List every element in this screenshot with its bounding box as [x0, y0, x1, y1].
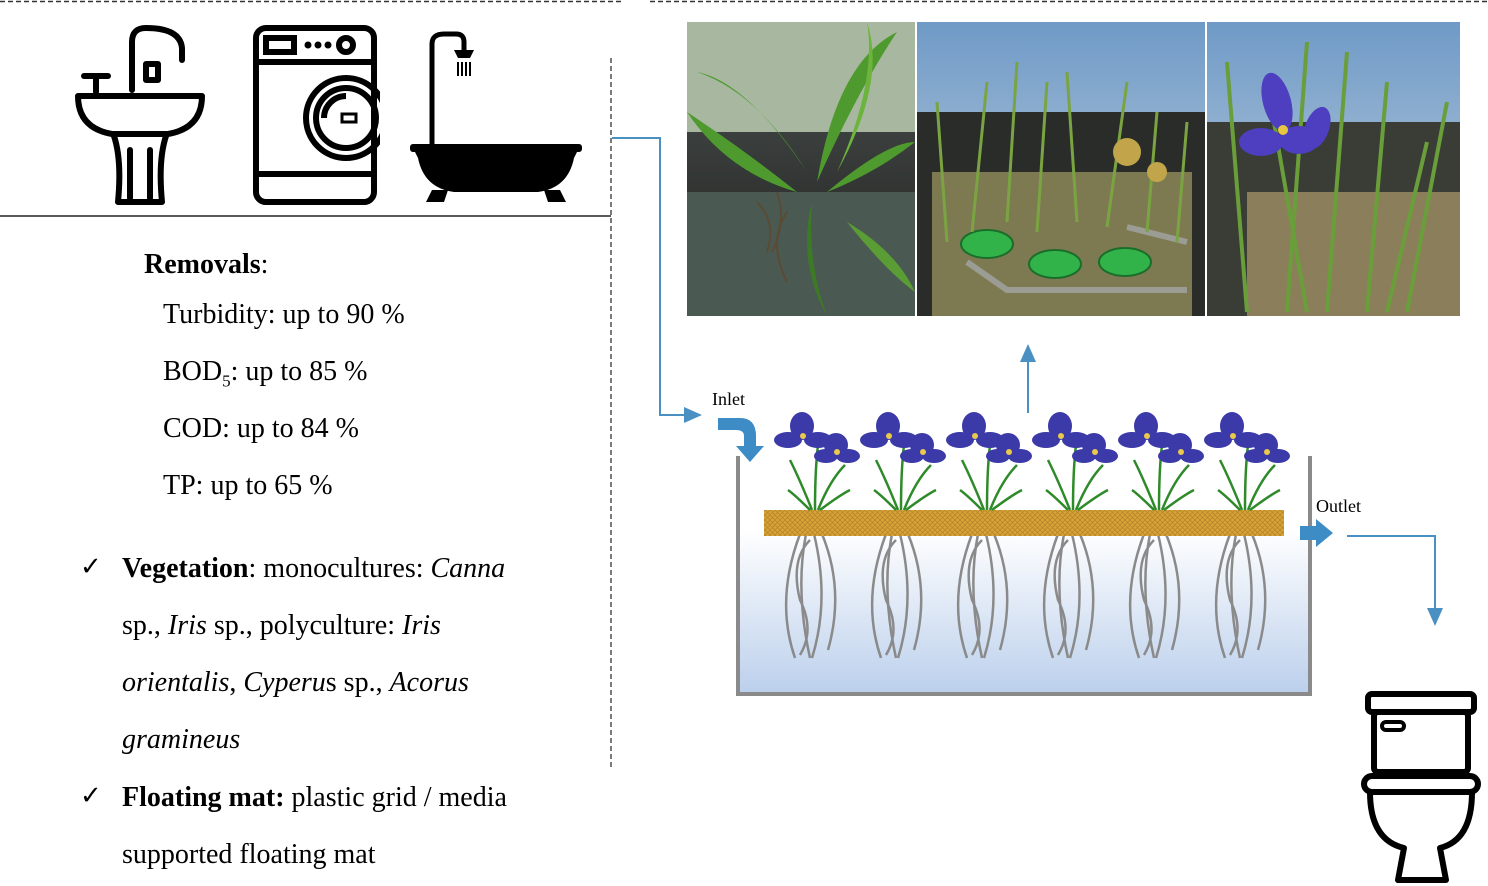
flow-arrow-to-toilet: [1347, 535, 1443, 626]
tank: [736, 456, 1312, 696]
vegetation-line-3: orientalis, Cyperus sp., Acorus: [122, 667, 469, 698]
photo-canna: [687, 22, 915, 316]
inlet-arrow-icon: [718, 418, 764, 462]
photo-tank-pipes: [917, 22, 1205, 316]
floating-mat-block: Floating mat: plastic grid / media suppo…: [122, 769, 507, 883]
outlet-label: Outlet: [1316, 496, 1361, 516]
top-dashed-border: [0, 0, 1488, 3]
left-panel-lines: [0, 58, 612, 770]
plant-roots: [784, 532, 1267, 660]
vegetation-block: Vegetation: monocultures: Canna sp., Iri…: [122, 540, 505, 768]
outlet-arrow-icon: [1300, 519, 1333, 547]
vegetation-line-2: sp., Iris sp., polyculture: Iris: [122, 610, 441, 641]
removals-heading: Removals:: [144, 249, 269, 280]
photo-strip: [687, 22, 1460, 316]
floating-mat: [764, 510, 1284, 536]
bathtub-icon: [410, 31, 582, 202]
vegetation-line-4: gramineus: [122, 724, 241, 755]
removal-turbidity: Turbidity: up to 90 %: [163, 299, 405, 330]
floating-mat-line-2: supported floating mat: [122, 839, 376, 870]
photo-iris: [1207, 22, 1460, 316]
iris-plants: [774, 410, 1292, 512]
removal-bod5: BOD5: up to 85 %: [163, 356, 368, 391]
vegetation-line-1: Vegetation: monocultures: Canna: [122, 553, 506, 584]
inlet-label: Inlet: [712, 389, 745, 409]
removal-tp: TP: up to 65 %: [163, 470, 333, 501]
washing-machine-icon: [253, 25, 380, 205]
check-icon: ✓: [80, 781, 102, 811]
floating-mat-line-1: Floating mat: plastic grid / media: [122, 782, 507, 813]
flow-arrow-to-inlet: [612, 137, 702, 423]
check-icon: ✓: [80, 552, 102, 582]
sink-icon: [75, 25, 205, 205]
toilet-icon: [1361, 691, 1481, 883]
removal-cod: COD: up to 84 %: [163, 413, 359, 444]
